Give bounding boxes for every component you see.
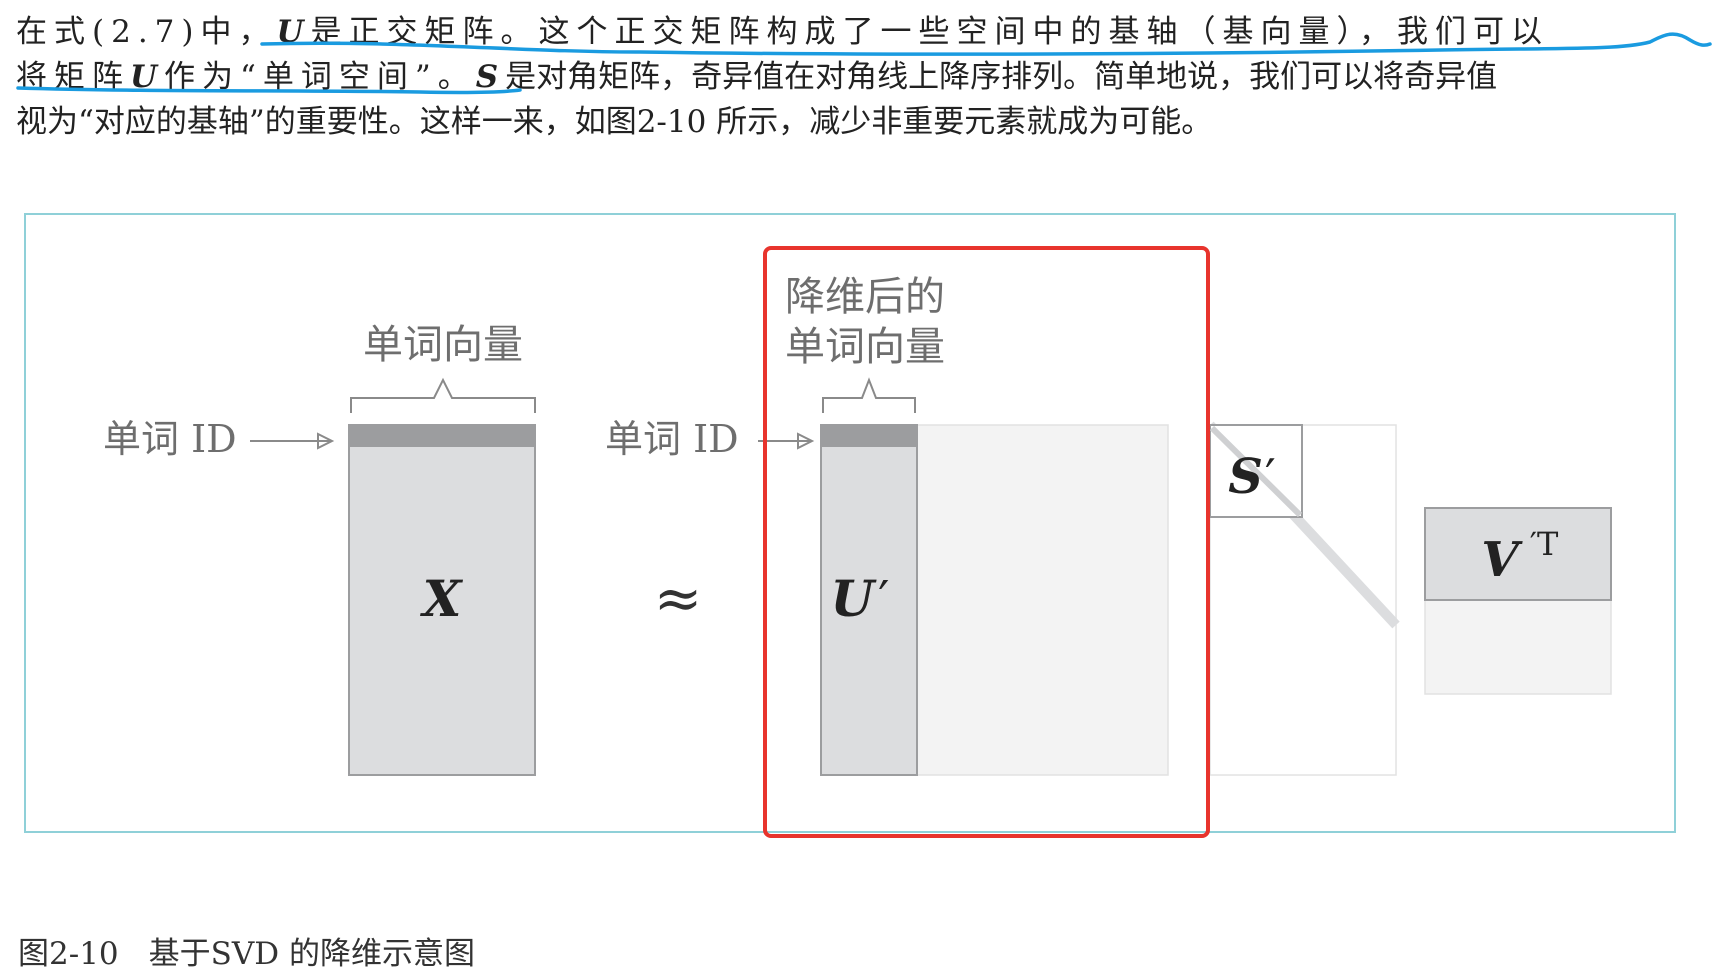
matrix-u-reduced bbox=[820, 424, 918, 776]
approx-symbol: ≈ bbox=[654, 564, 703, 632]
symbol-s: S′ bbox=[1228, 449, 1276, 505]
paragraph-line-3: 视为“对应的基轴”的重要性。这样一来，如图2-10 所示，减少非重要元素就成为可… bbox=[16, 104, 1213, 140]
matrix-x-header-row bbox=[349, 425, 535, 447]
paragraph-line-2: 将矩阵U作为“单词空间”。S是对角矩阵，奇异值在对角线上降序排列。简单地说，我们… bbox=[16, 55, 1706, 100]
caption-number: 图2-10 bbox=[18, 936, 119, 972]
line2-text-c: 是对角矩阵，奇异值在对角线上降序排列。简单地说，我们可以将奇异值 bbox=[505, 59, 1498, 95]
symbol-s-prime: ′ bbox=[1265, 449, 1276, 505]
bracket-left bbox=[350, 377, 536, 413]
symbol-u-letter: U bbox=[831, 569, 878, 628]
line1-prefix: 在式(2.7)中， bbox=[16, 14, 277, 50]
symbol-v: V bbox=[1481, 532, 1523, 588]
symbol-u-prime: ′ bbox=[878, 570, 889, 628]
symbol-u: U′ bbox=[831, 569, 890, 628]
arrow-left bbox=[250, 432, 335, 450]
highlight-box bbox=[763, 246, 1210, 838]
bracket-middle bbox=[822, 377, 916, 413]
body-paragraph: 在式(2.7)中，U是正交矩阵。这个正交矩阵构成了一些空间中的基轴（基向量），我… bbox=[16, 10, 1706, 145]
math-symbol-s: S bbox=[475, 59, 506, 95]
matrix-u-header-row bbox=[821, 425, 917, 447]
matrix-s-reduced-diagonal bbox=[1209, 425, 1303, 518]
line1-text: 是正交矩阵。这个正交矩阵构成了一些空间中的基轴（基向量），我们可以 bbox=[310, 14, 1550, 50]
figure-frame bbox=[24, 213, 1676, 833]
label-reduced-line2: 单词向量 bbox=[785, 324, 945, 370]
matrix-x bbox=[348, 424, 536, 776]
caption-title: 基于SVD 的降维示意图 bbox=[148, 936, 475, 972]
label-word-vector: 单词向量 bbox=[363, 322, 523, 368]
symbol-v-superscript: ′T bbox=[1530, 525, 1559, 563]
symbol-x: X bbox=[420, 569, 464, 628]
matrix-u-faded bbox=[915, 424, 1169, 776]
underline-stroke-1 bbox=[260, 32, 1712, 56]
label-word-id-left: 单词 ID bbox=[103, 417, 237, 461]
paragraph-line-1: 在式(2.7)中，U是正交矩阵。这个正交矩阵构成了一些空间中的基轴（基向量），我… bbox=[16, 10, 1706, 55]
matrix-v-reduced bbox=[1424, 507, 1612, 601]
label-word-id-right: 单词 ID bbox=[605, 417, 739, 461]
underline-stroke-2 bbox=[16, 86, 522, 95]
symbol-s-letter: S bbox=[1228, 449, 1263, 505]
label-reduced-line1: 降维后的 bbox=[785, 274, 945, 320]
figure-caption: 图2-10 基于SVD 的降维示意图 bbox=[18, 928, 475, 973]
